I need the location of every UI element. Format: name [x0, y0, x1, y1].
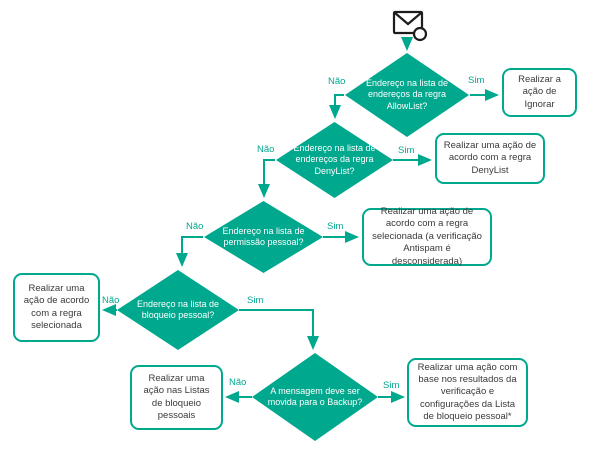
action-selected-rule: Realizar uma ação de acordo com a regra …	[13, 273, 100, 342]
action-denylist-rule: Realizar uma ação de acordo com a regra …	[435, 133, 545, 184]
edge-label-allowlist-no: Não	[328, 76, 346, 87]
decision-move-backup: A mensagem deve ser movida para o Backup…	[252, 353, 378, 441]
edge-label-personal-block-yes: Sim	[247, 295, 264, 306]
decision-personal-allow-label: Endereço na lista de permissão pessoal?	[222, 225, 305, 247]
decision-allowlist-label: Endereço na lista de endereços da regra …	[365, 78, 449, 111]
edge-label-denylist-no: Não	[257, 144, 275, 155]
decision-personal-block-label: Endereço na lista de bloqueio pessoal?	[136, 298, 220, 320]
edge-label-backup-yes: Sim	[383, 380, 400, 391]
email-message-icon	[392, 10, 428, 42]
action-personal-block-lists: Realizar uma ação nas Listas de bloqueio…	[130, 365, 223, 430]
edge-label-personal-allow-yes: Sim	[327, 221, 344, 232]
decision-denylist: Endereço na lista de endereços da regra …	[276, 122, 393, 198]
action-block-list-results: Realizar uma ação com base nos resultado…	[407, 358, 528, 427]
edge-label-personal-allow-no: Não	[186, 221, 204, 232]
decision-denylist-label: Endereço na lista de endereços da regra …	[293, 143, 376, 176]
edge-label-denylist-yes: Sim	[398, 145, 415, 156]
edge-label-allowlist-yes: Sim	[468, 75, 485, 86]
edge-label-personal-block-no: Não	[102, 295, 120, 306]
decision-move-backup-label: A mensagem deve ser movida para o Backup…	[267, 385, 363, 407]
action-selected-rule-antispam-skipped: Realizar uma ação de acordo com a regra …	[362, 206, 492, 267]
decision-personal-allow: Endereço na lista de permissão pessoal?	[204, 201, 323, 273]
edge-label-backup-no: Não	[229, 377, 247, 388]
decision-personal-block: Endereço na lista de bloqueio pessoal?	[117, 270, 239, 350]
action-ignore: Realizar a ação de Ignorar	[502, 68, 577, 117]
decision-allowlist: Endereço na lista de endereços da regra …	[345, 53, 469, 137]
